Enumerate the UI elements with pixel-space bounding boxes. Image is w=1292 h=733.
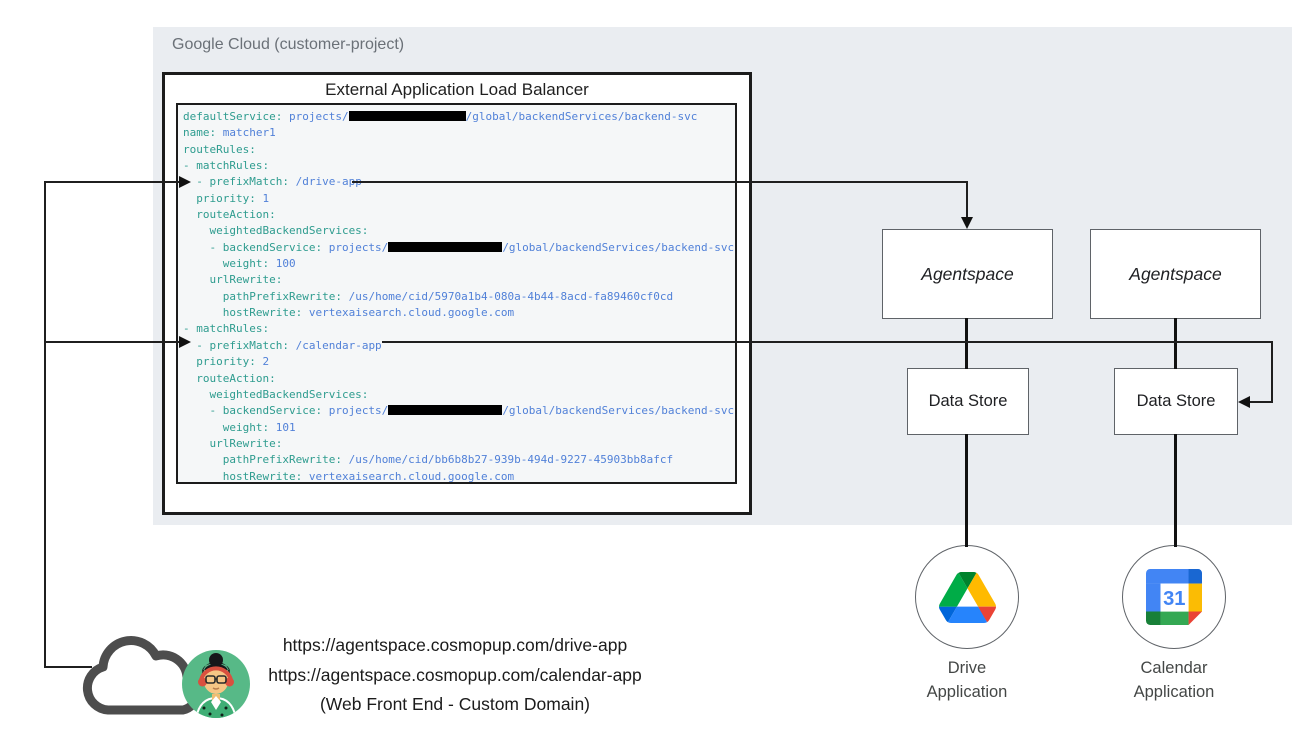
load-balancer-title: External Application Load Balancer (325, 80, 589, 99)
url-map-config-box: defaultService: projects//global/backend… (176, 103, 737, 484)
connector-user-vertical (44, 182, 46, 668)
code-line: - matchRules: (183, 159, 270, 173)
url-calendar-app: https://agentspace.cosmopup.com/calendar… (268, 664, 642, 685)
arrowhead-into-agentspace-left (960, 217, 973, 229)
datastore-label: Data Store (928, 392, 1008, 410)
agentspace-label: Agentspace (921, 263, 1014, 284)
code-line: - backendService: projects//global/backe… (183, 404, 735, 418)
code-line: routeAction: (183, 208, 276, 222)
connector-datastore-right-calendar-app (1173, 434, 1177, 547)
connector-datastore-left-drive-app (964, 434, 968, 547)
connector-agentspace-right-datastore-right (1173, 318, 1177, 369)
connector-user-to-drive-rule (44, 181, 179, 183)
connector-calendar-rule-into-datastore (1249, 401, 1273, 403)
google-cloud-label: Google Cloud (customer-project) (172, 36, 405, 53)
code-line: priority: 1 (183, 191, 270, 205)
agentspace-box-right: Agentspace (1090, 229, 1261, 319)
code-line: hostRewrite: vertexaisearch.cloud.google… (183, 306, 515, 320)
calendar-app-circle: 31 (1122, 545, 1226, 649)
code-line: priority: 2 (183, 355, 270, 369)
code-line: - matchRules: (183, 322, 270, 336)
redaction-bar (388, 241, 503, 252)
user-avatar (182, 650, 250, 723)
drive-app-circle (915, 545, 1019, 649)
code-line: defaultService: projects//global/backend… (183, 110, 698, 123)
code-line: routeRules: (183, 142, 256, 156)
code-line: - backendService: projects//global/backe… (183, 240, 735, 254)
connector-calendar-rule-horizontal (382, 341, 1273, 343)
connector-drive-rule-horizontal (352, 181, 968, 183)
code-line: pathPrefixRewrite: /us/home/cid/5970a1b4… (183, 289, 674, 303)
datastore-label: Data Store (1136, 392, 1216, 410)
datastore-box-left: Data Store (907, 368, 1029, 435)
code-line: urlRewrite: (183, 436, 283, 450)
arrowhead-into-calendar-rule (179, 335, 191, 348)
redaction-bar (388, 405, 503, 416)
code-line: name: matcher1 (183, 126, 276, 140)
connector-calendar-rule-vertical (1271, 341, 1273, 403)
code-line: weight: 100 (183, 257, 296, 271)
drive-app-label: Drive Application (926, 659, 1008, 701)
code-line: - prefixMatch: /drive-app (183, 175, 362, 189)
agentspace-box-left: Agentspace (882, 229, 1053, 319)
arrowhead-into-drive-rule (179, 175, 191, 188)
code-line: routeAction: (183, 371, 276, 385)
arrowhead-into-datastore-right (1238, 395, 1250, 408)
connector-agentspace-left-datastore-left (964, 318, 968, 369)
code-line: weightedBackendServices: (183, 387, 369, 401)
code-line: weightedBackendServices: (183, 224, 369, 238)
datastore-box-right: Data Store (1114, 368, 1238, 435)
agentspace-label: Agentspace (1129, 263, 1222, 284)
code-line: hostRewrite: vertexaisearch.cloud.google… (183, 469, 515, 483)
code-line: weight: 101 (183, 420, 296, 434)
lb-config-code: defaultService: projects//global/backend… (183, 109, 734, 485)
frontend-caption: (Web Front End - Custom Domain) (319, 694, 591, 714)
google-calendar-icon: 31 (1146, 569, 1202, 625)
connector-user-to-calendar-rule (44, 341, 179, 343)
url-drive-app: https://agentspace.cosmopup.com/drive-ap… (282, 635, 628, 655)
code-line: - prefixMatch: /calendar-app (183, 338, 382, 352)
code-line: urlRewrite: (183, 273, 283, 287)
connector-user-to-cloud (44, 666, 92, 668)
svg-text:31: 31 (1163, 588, 1185, 610)
redaction-bar (348, 111, 466, 121)
code-line: pathPrefixRewrite: /us/home/cid/bb6b8b27… (183, 453, 674, 467)
connector-drive-rule-vertical (966, 181, 968, 218)
google-drive-icon (938, 571, 996, 623)
calendar-app-label: Calendar Application (1133, 659, 1215, 701)
